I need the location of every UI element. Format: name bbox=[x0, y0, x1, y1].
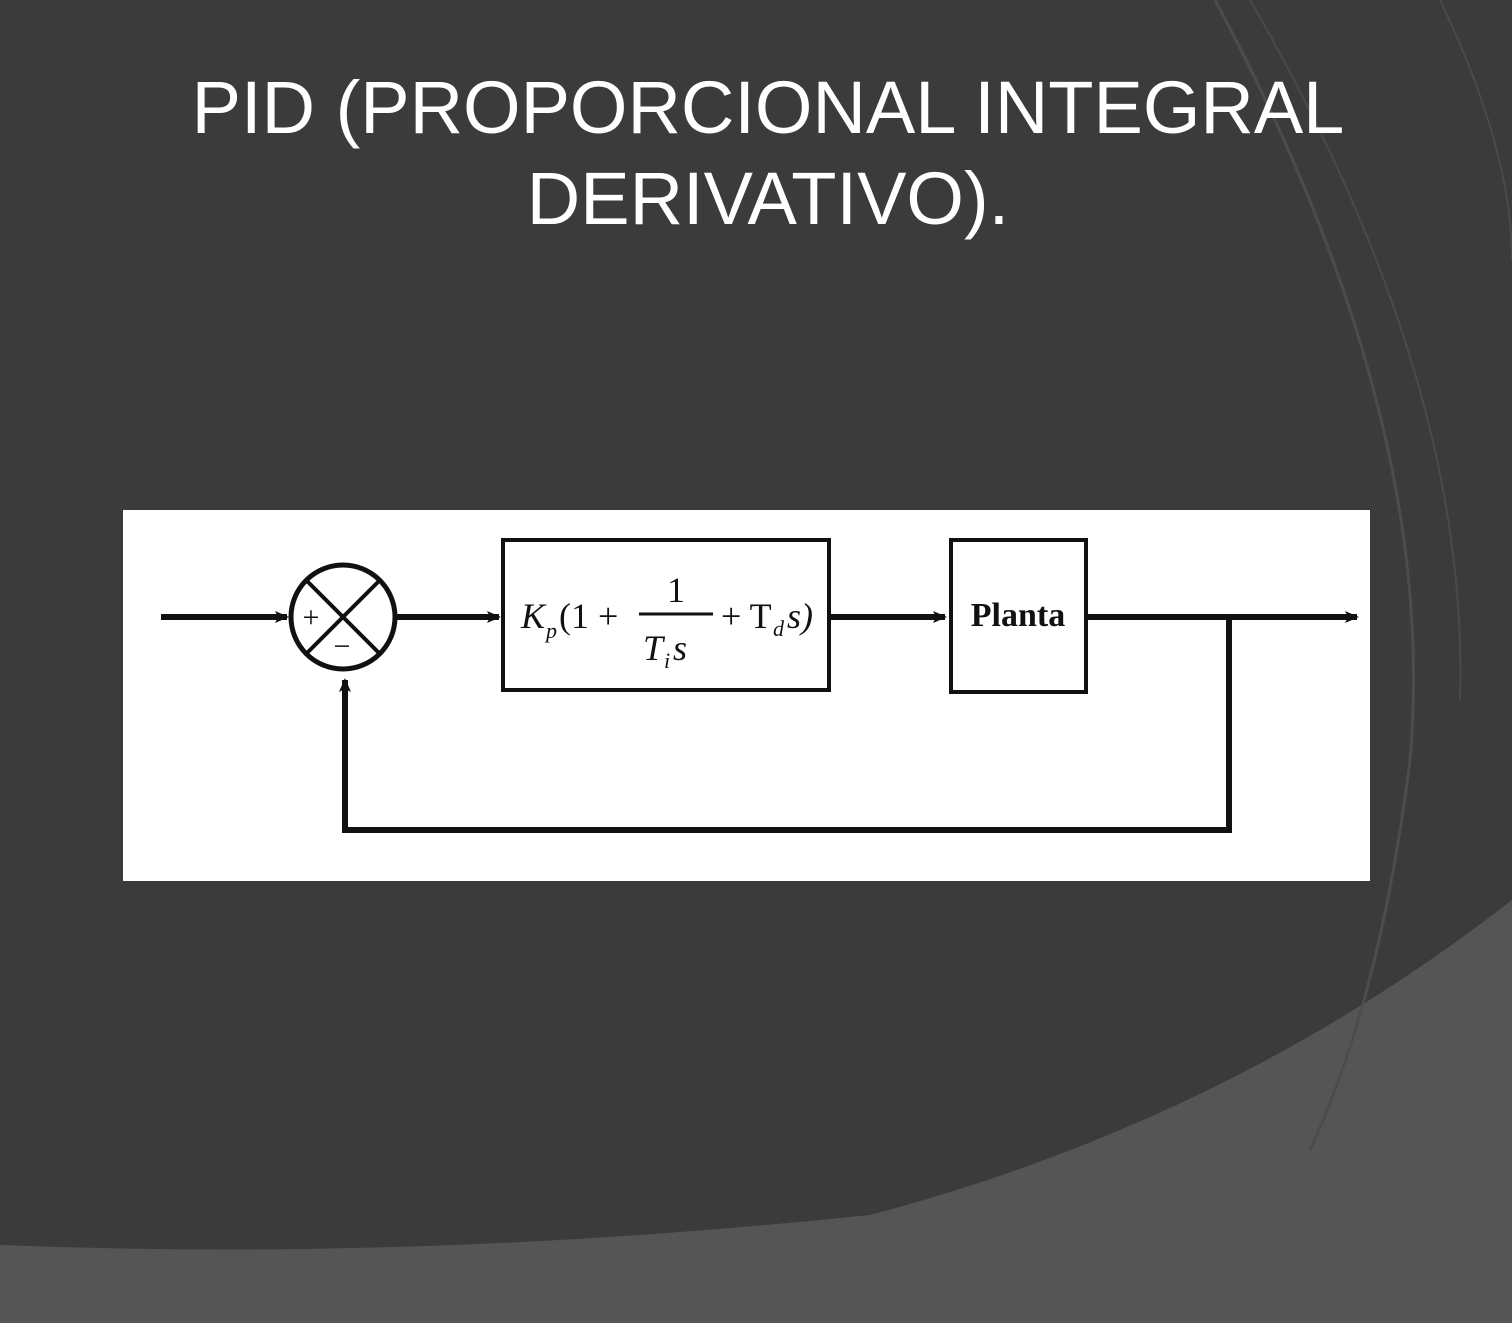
td-subscript: d bbox=[773, 616, 785, 641]
svg-text:s): s) bbox=[787, 596, 813, 636]
kp-open-paren: (1 + bbox=[559, 596, 618, 636]
pid-block-diagram: + − K p (1 + 1 T bbox=[161, 538, 1359, 833]
decor-arc-inner bbox=[1249, 0, 1462, 701]
kp-symbol: K bbox=[520, 596, 547, 636]
title-line-2: DERIVATIVO). bbox=[526, 157, 1010, 240]
fraction-numerator: 1 bbox=[667, 570, 685, 610]
svg-text:(1 +: (1 + bbox=[559, 596, 618, 636]
svg-text:p: p bbox=[544, 618, 557, 643]
svg-text:K: K bbox=[520, 596, 547, 636]
pid-controller-block: K p (1 + 1 T i s bbox=[501, 538, 831, 692]
plant-label: Planta bbox=[971, 597, 1065, 634]
td-plus-t: + T bbox=[721, 596, 772, 636]
title-line-1: PID (PROPORCIONAL INTEGRAL bbox=[191, 66, 1345, 149]
td-s-close: s) bbox=[787, 596, 813, 636]
slide-title: PID (PROPORCIONAL INTEGRAL DERIVATIVO). bbox=[0, 62, 1512, 244]
kp-subscript: p bbox=[544, 618, 557, 643]
svg-text:T: T bbox=[643, 628, 666, 668]
ti-subscript: i bbox=[664, 648, 670, 673]
summing-junction: + − bbox=[288, 562, 398, 672]
svg-text:d: d bbox=[773, 616, 785, 641]
svg-text:i: i bbox=[664, 648, 670, 673]
ti-symbol: T bbox=[643, 628, 666, 668]
decor-arc-outer bbox=[1213, 0, 1415, 1151]
svg-text:+ T: + T bbox=[721, 596, 772, 636]
plant-block: Planta bbox=[949, 538, 1088, 694]
block-diagram-figure: + − K p (1 + 1 T bbox=[123, 510, 1370, 881]
minus-sign: − bbox=[334, 630, 351, 663]
decor-arc-right bbox=[1439, 0, 1512, 261]
feedback-path bbox=[339, 617, 1232, 833]
plus-sign: + bbox=[303, 601, 320, 634]
svg-text:s: s bbox=[673, 628, 687, 668]
ti-s-symbol: s bbox=[673, 628, 687, 668]
decor-wedge-bottom bbox=[0, 900, 1512, 1323]
